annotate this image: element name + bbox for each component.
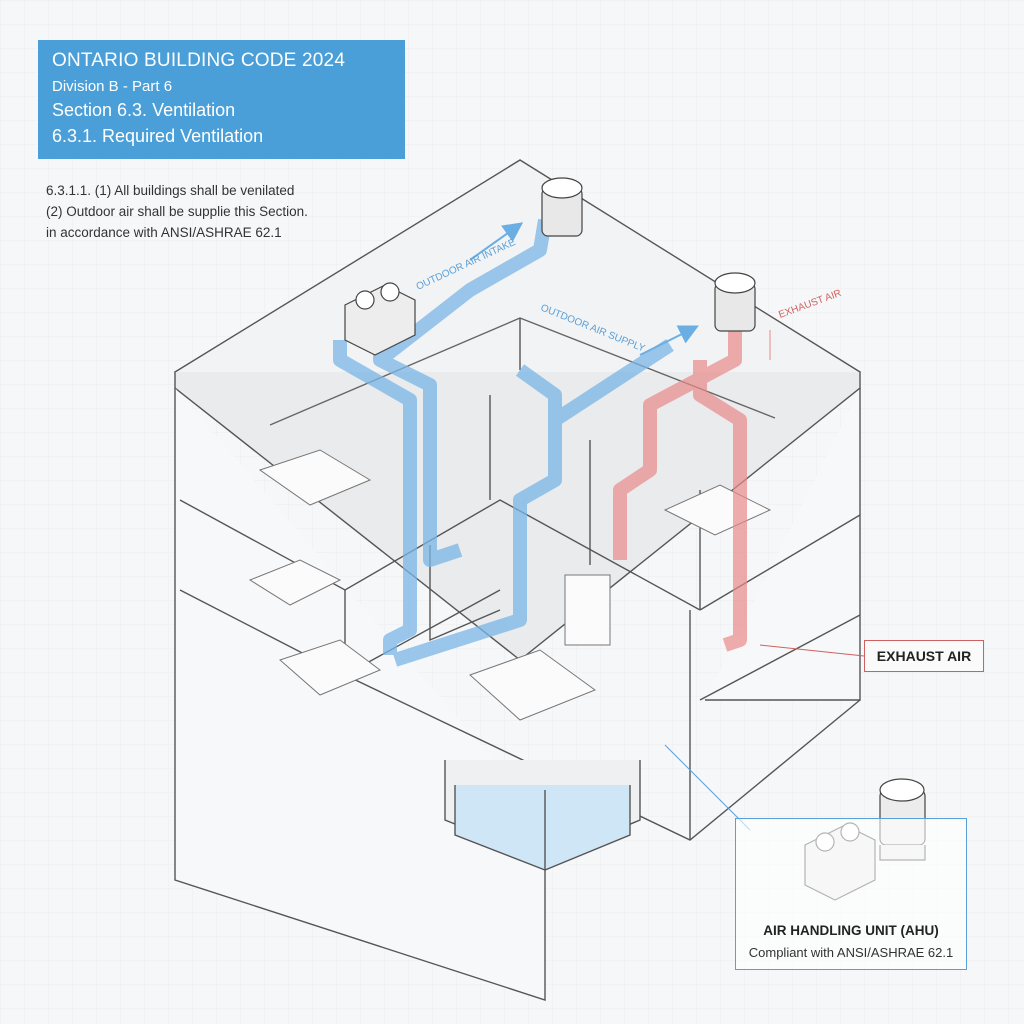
code-line-3: in accordance with ANSI/ASHRAE 62.1 — [46, 225, 282, 240]
header-banner: ONTARIO BUILDING CODE 2024 Division B - … — [38, 40, 405, 159]
furniture — [248, 449, 772, 721]
supply-arrow-2 — [639, 325, 699, 356]
rooftop-ahu — [344, 282, 416, 356]
rooftop-fan-2 — [714, 272, 756, 332]
ahu-subtitle: Compliant with ANSI/ASHRAE 62.1 — [748, 945, 954, 960]
rooftop-fan-1 — [541, 177, 583, 237]
desk-upper — [258, 449, 372, 506]
floor-2 — [179, 499, 701, 611]
supply-arrow-1 — [469, 222, 524, 261]
exhaust-ducts — [613, 330, 747, 652]
ahu-callout-line — [664, 744, 751, 831]
door — [564, 574, 611, 646]
exhaust-duct-1 — [613, 330, 742, 560]
ahu-title: AIR HANDLING UNIT (AHU) — [763, 923, 939, 938]
left-wall — [174, 388, 546, 1001]
section-label: Section 6.3. Ventilation — [52, 100, 236, 120]
page-title: ONTARIO BUILDING CODE 2024 — [52, 50, 346, 71]
division-label: Division B - Part 6 — [52, 78, 173, 95]
code-line-2: (2) Outdoor air shall be supplie this Se… — [46, 204, 308, 219]
exhaust-air-callout: EXHAUST AIR — [864, 640, 984, 672]
exhaust-callout-line — [759, 644, 865, 657]
subsection-label: 6.3.1. Required Ventilation — [52, 126, 264, 146]
supply-duct-1 — [333, 340, 417, 655]
ahu-callout: AIR HANDLING UNIT (AHU) Compliant with A… — [735, 818, 967, 970]
code-excerpt: 6.3.1.1. (1) All buildings shall be veni… — [46, 180, 308, 243]
code-line-1: 6.3.1.1. (1) All buildings shall be veni… — [46, 183, 295, 198]
conference-table — [469, 649, 597, 721]
desk-middle — [248, 559, 342, 606]
desk-lower — [279, 639, 381, 696]
